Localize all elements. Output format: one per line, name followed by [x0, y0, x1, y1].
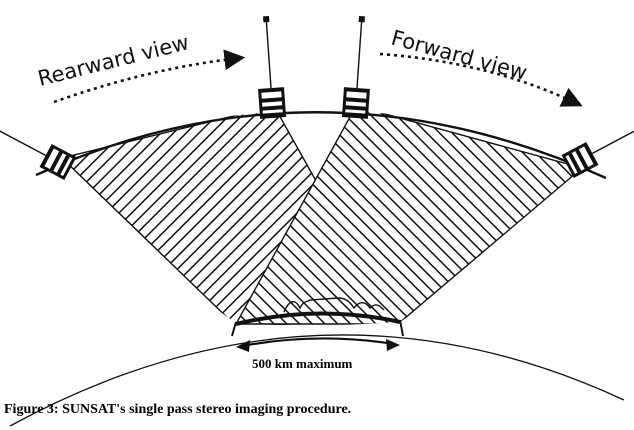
rearward-view-label: Rearward view [35, 30, 191, 91]
strip-edge-right [399, 319, 404, 337]
terrain-outline [283, 297, 385, 313]
satellite-far-left [0, 122, 77, 181]
strip-edge-left [231, 321, 237, 337]
span-arrow [236, 337, 400, 352]
satellite-center-right [341, 16, 370, 119]
forward-motion-arrow [379, 52, 583, 107]
rearward-motion-arrow [53, 49, 246, 104]
satellite-far-right [561, 120, 634, 179]
orbit-arc [35, 111, 607, 180]
forward-view-label: Forward view [389, 26, 530, 85]
target-strip [235, 311, 401, 326]
earth-surface-arc [9, 334, 625, 427]
span-label: 500 km maximum [252, 356, 353, 371]
satellite-center-left [258, 16, 287, 119]
figure-caption: Figure 3: SUNSAT's single pass stereo im… [4, 402, 352, 417]
